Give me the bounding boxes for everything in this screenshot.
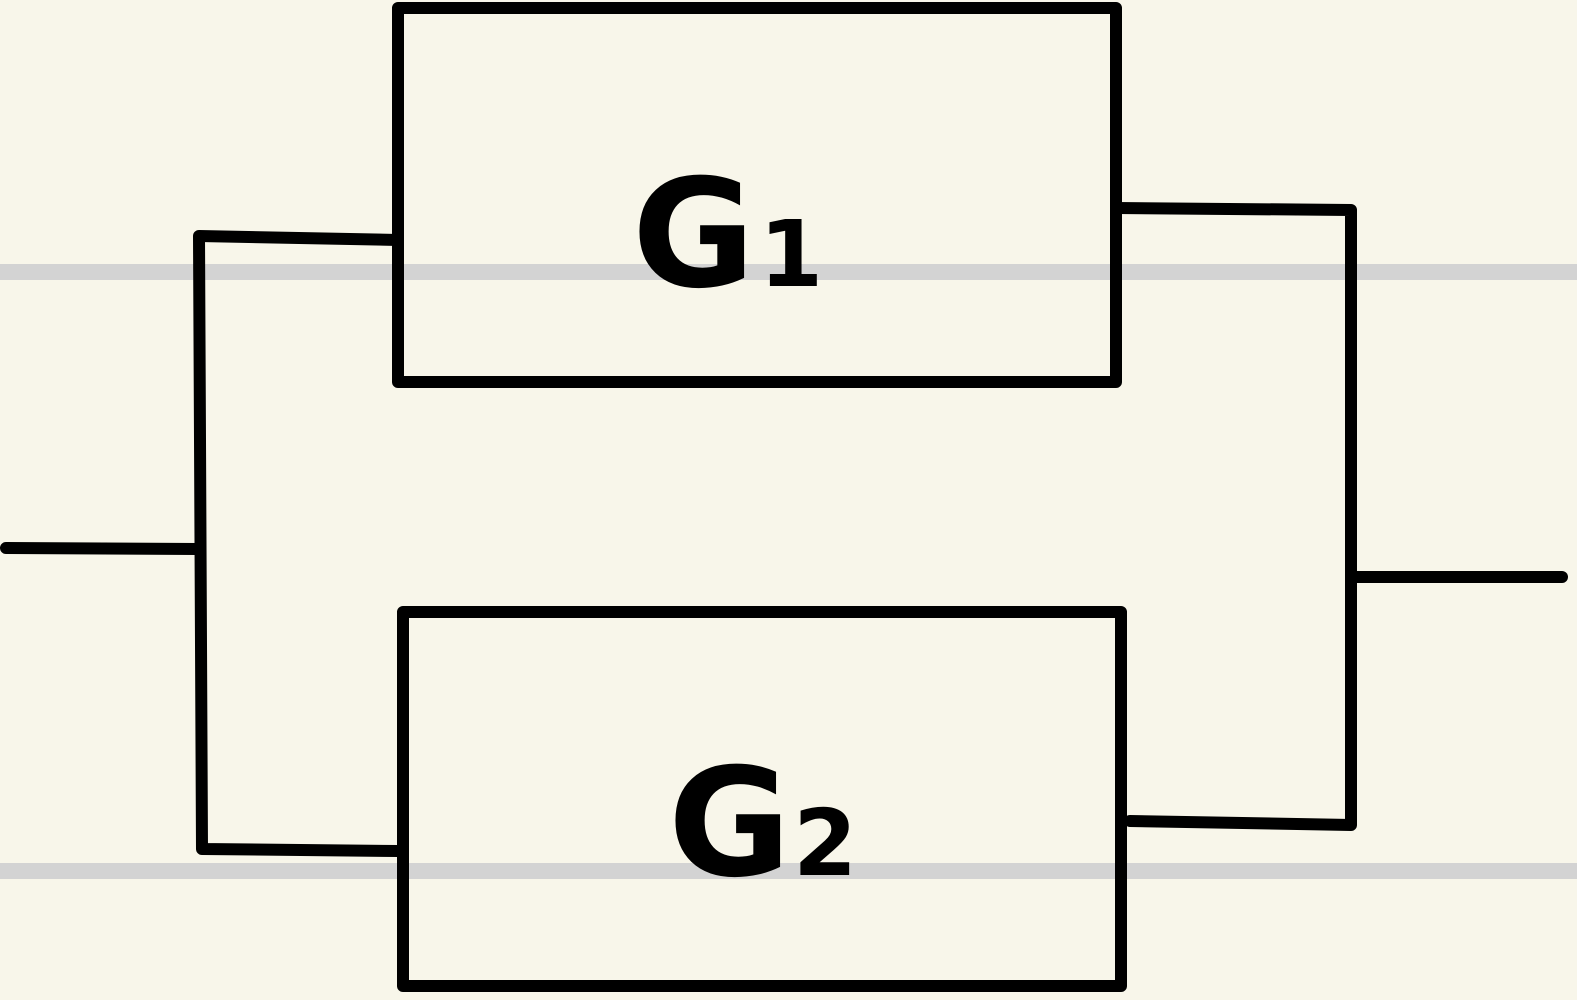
- input-wire: [0, 542, 204, 555]
- block-g2: [397, 606, 1127, 992]
- splitter-branch-wire: [193, 230, 404, 857]
- g2-transfer-function-label: G2: [668, 737, 857, 911]
- g1-transfer-function-label: G1: [632, 148, 823, 322]
- block-g1: [392, 2, 1122, 388]
- g1-label-subscript: 1: [759, 201, 823, 308]
- g2-label-subscript: 2: [793, 790, 857, 897]
- g1-label-letter: G: [632, 148, 755, 322]
- g2-label-letter: G: [668, 737, 791, 911]
- g1-output-wire: [1110, 202, 1357, 831]
